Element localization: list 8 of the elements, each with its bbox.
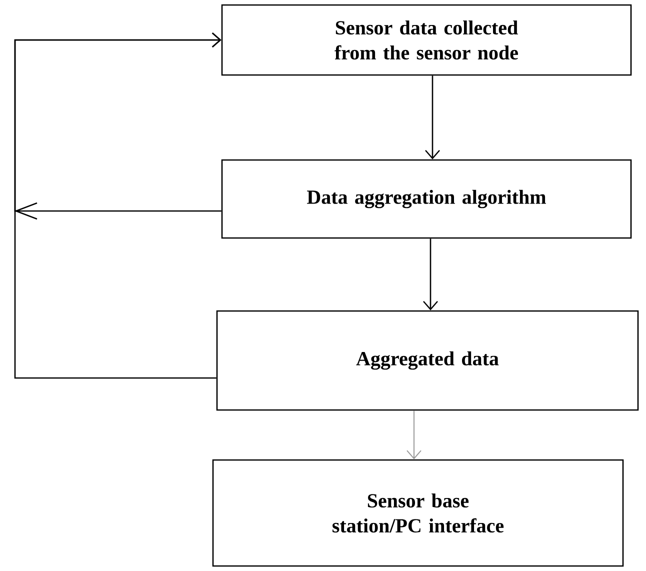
process-box: Sensor data collected from the sensor node bbox=[221, 4, 632, 76]
process-box: Aggregated data bbox=[216, 310, 639, 411]
process-box: Data aggregation algorithm bbox=[221, 159, 632, 239]
arrow bbox=[425, 76, 440, 160]
arrow bbox=[406, 410, 422, 460]
process-box: Sensor base station/PC interface bbox=[212, 459, 624, 567]
arrow bbox=[423, 238, 438, 310]
feedback-arrow bbox=[14, 32, 222, 379]
